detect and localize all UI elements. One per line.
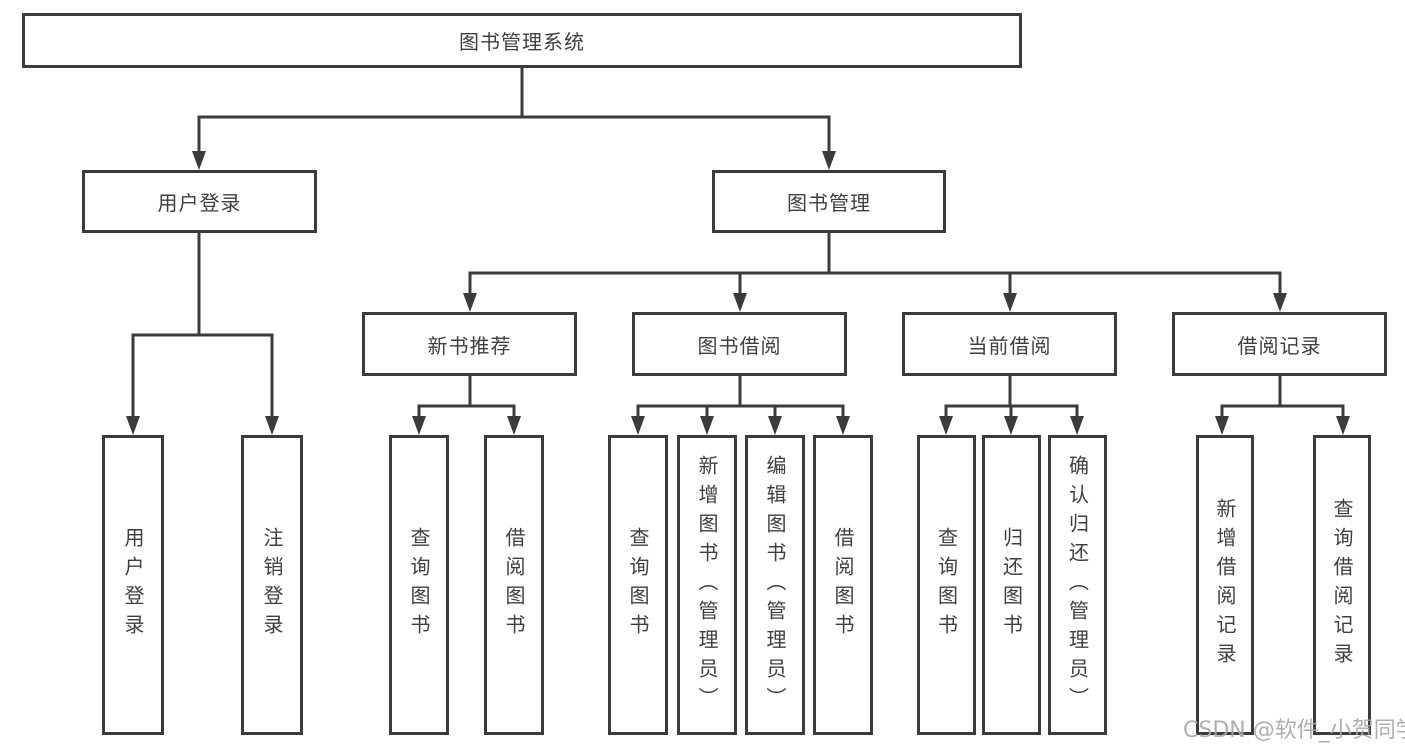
leaf-query-book-2: 查询图书 xyxy=(608,435,668,735)
node-book-borrow: 图书借阅 xyxy=(632,312,847,376)
node-borrow-record: 借阅记录 xyxy=(1172,312,1387,376)
leaf-return-book: 归还图书 xyxy=(982,435,1041,735)
leaf-borrow-book-1: 借阅图书 xyxy=(484,435,544,735)
leaf-borrow-book-1-label: 借阅图书 xyxy=(502,527,526,643)
leaf-confirm-return-admin: 确认归还（管理员） xyxy=(1048,435,1107,735)
leaf-query-borrow-record: 查询借阅记录 xyxy=(1313,435,1371,735)
node-book-management: 图书管理 xyxy=(712,170,946,233)
leaf-confirm-return-admin-label: 确认归还（管理员） xyxy=(1065,454,1090,716)
leaf-query-borrow-record-label: 查询借阅记录 xyxy=(1330,498,1354,672)
leaf-add-borrow-record: 新增借阅记录 xyxy=(1196,435,1254,735)
leaf-user-login-label: 用户登录 xyxy=(121,527,145,643)
node-root-label: 图书管理系统 xyxy=(459,30,585,54)
leaf-return-book-label: 归还图书 xyxy=(999,527,1024,643)
leaf-add-book-admin-label: 新增图书（管理员） xyxy=(695,454,719,716)
node-root: 图书管理系统 xyxy=(22,13,1022,68)
node-current-borrow: 当前借阅 xyxy=(902,312,1117,376)
node-borrow-record-label: 借阅记录 xyxy=(1237,333,1322,358)
leaf-add-borrow-record-label: 新增借阅记录 xyxy=(1213,498,1237,672)
leaf-add-book-admin: 新增图书（管理员） xyxy=(677,435,737,735)
leaf-borrow-book-2: 借阅图书 xyxy=(813,435,873,735)
leaf-user-login: 用户登录 xyxy=(102,435,164,735)
leaf-borrow-book-2-label: 借阅图书 xyxy=(831,527,855,643)
node-book-borrow-label: 图书借阅 xyxy=(697,333,782,358)
connector-arrows xyxy=(126,117,1350,435)
node-user-login: 用户登录 xyxy=(82,170,317,233)
csdn-watermark: CSDN @软件_小贺同学 xyxy=(1183,718,1405,743)
connector-stubs xyxy=(197,68,1282,406)
node-book-management-label: 图书管理 xyxy=(787,191,871,215)
node-new-book-recommend-label: 新书推荐 xyxy=(427,333,512,358)
node-user-login-label: 用户登录 xyxy=(157,191,242,215)
leaf-edit-book-admin-label: 编辑图书（管理员） xyxy=(763,454,787,716)
leaf-edit-book-admin: 编辑图书（管理员） xyxy=(745,435,805,735)
leaf-query-book-3: 查询图书 xyxy=(917,435,976,735)
leaf-query-book-1-label: 查询图书 xyxy=(407,527,431,643)
node-current-borrow-label: 当前借阅 xyxy=(967,333,1052,358)
node-new-book-recommend: 新书推荐 xyxy=(362,312,577,376)
leaf-query-book-3-label: 查询图书 xyxy=(934,527,959,643)
leaf-query-book-2-label: 查询图书 xyxy=(626,527,650,643)
leaf-query-book-1: 查询图书 xyxy=(389,435,449,735)
leaf-logout-label: 注销登录 xyxy=(260,527,284,643)
leaf-logout: 注销登录 xyxy=(241,435,303,735)
